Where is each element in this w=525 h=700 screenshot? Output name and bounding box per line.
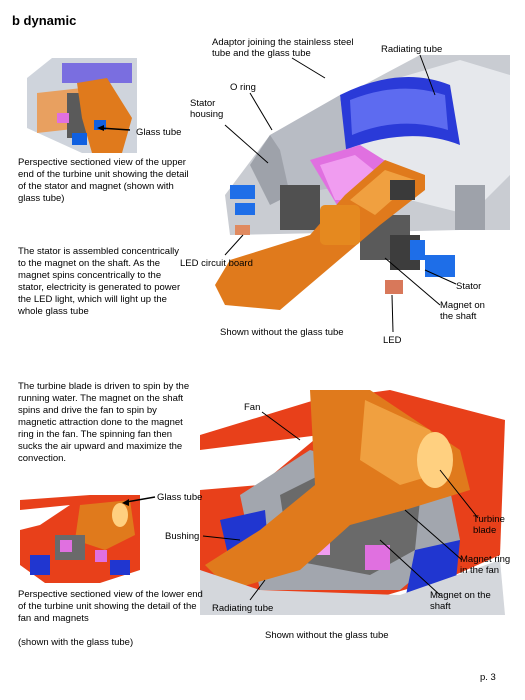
radiating-tube-label-top: Radiating tube bbox=[381, 44, 443, 55]
radiating-tube-label-bottom: Radiating tube bbox=[212, 603, 274, 614]
fan-label: Fan bbox=[244, 402, 261, 413]
top-caption: Shown without the glass tube bbox=[220, 327, 344, 338]
section-heading: b dynamic bbox=[12, 13, 77, 28]
stator-label: Stator bbox=[456, 281, 482, 292]
magnet-on-shaft-label-top: Magnet on the shaft bbox=[440, 300, 485, 322]
o-ring-label: O ring bbox=[230, 82, 256, 93]
led-label: LED bbox=[383, 335, 402, 346]
lower-perspective-description: Perspective sectioned view of the lower … bbox=[18, 589, 203, 624]
glass-tube-label-bottom: Glass tube bbox=[157, 492, 203, 503]
glass-tube-arrow-bottom bbox=[122, 496, 156, 506]
turbine-blade-label: Turbine blade bbox=[473, 514, 505, 536]
lower-perspective-note: (shown with the glass tube) bbox=[18, 637, 134, 648]
turbine-description: The turbine blade is driven to spin by t… bbox=[18, 381, 190, 464]
stator-description: The stator is assembled concentrically t… bbox=[18, 246, 181, 317]
bushing-label: Bushing bbox=[165, 531, 200, 542]
lower-end-large-illustration bbox=[200, 390, 505, 615]
stator-housing-label: Stator housing bbox=[190, 98, 224, 120]
glass-tube-arrow-small bbox=[97, 125, 131, 131]
lower-end-small-illustration bbox=[20, 495, 140, 583]
adaptor-label: Adaptor joining the stainless steel tube… bbox=[212, 37, 354, 59]
glass-tube-label-top: Glass tube bbox=[136, 127, 182, 138]
magnet-ring-label: Magnet ring in the fan bbox=[460, 554, 511, 576]
led-circuit-board-label: LED circuit board bbox=[180, 258, 253, 269]
upper-perspective-description: Perspective sectioned view of the upper … bbox=[18, 157, 189, 204]
page-number: p. 3 bbox=[480, 672, 496, 683]
magnet-on-shaft-label-bottom: Magnet on the shaft bbox=[430, 590, 491, 612]
bottom-caption: Shown without the glass tube bbox=[265, 630, 389, 641]
upper-end-large-illustration bbox=[215, 55, 510, 310]
